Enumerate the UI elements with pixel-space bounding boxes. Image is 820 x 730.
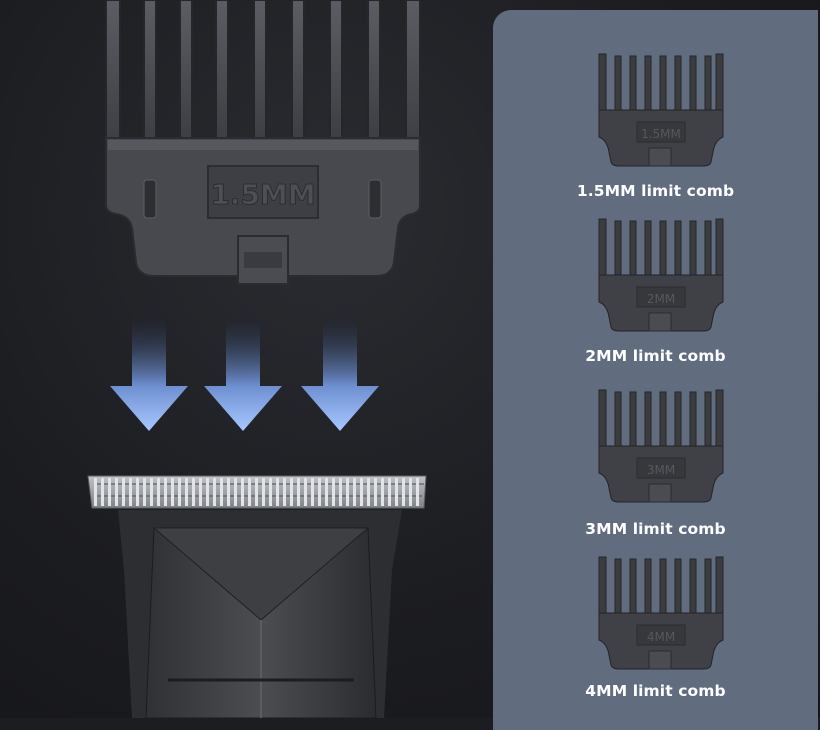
mini-comb-2mm: 2MM (598, 218, 724, 332)
comb-caption: 4MM limit comb (585, 682, 726, 700)
arrow-down-icon (204, 318, 282, 431)
arrow-down-icon (110, 318, 188, 431)
arrows-group (110, 318, 379, 431)
trimmer-head (87, 475, 427, 718)
mini-comb-label: 2MM (647, 292, 675, 306)
comb-caption: 3MM limit comb (585, 520, 726, 538)
comb-caption: 1.5MM limit comb (576, 182, 735, 200)
mini-comb-4mm: 4MM (598, 556, 724, 670)
arrow-down-icon (301, 318, 379, 431)
comb-sizes-panel: 1.5MM 1.5MM limit comb 2MM 2MM limit com… (493, 10, 818, 730)
comb-option-3mm: 3MM 3MM limit comb (493, 388, 818, 548)
comb-option-1-5mm: 1.5MM 1.5MM limit comb (493, 52, 818, 212)
mini-comb-1-5mm: 1.5MM (598, 53, 724, 167)
large-limit-comb: 1.5MM (105, 0, 421, 285)
large-comb-size-label: 1.5MM (210, 178, 315, 211)
comb-option-4mm: 4MM 4MM limit comb (493, 555, 818, 715)
mini-comb-3mm: 3MM (598, 389, 724, 503)
comb-option-2mm: 2MM 2MM limit comb (493, 217, 818, 377)
mini-comb-label: 4MM (647, 630, 675, 644)
mini-comb-label: 3MM (647, 463, 675, 477)
comb-caption: 2MM limit comb (585, 347, 726, 365)
mini-comb-label: 1.5MM (641, 127, 681, 141)
